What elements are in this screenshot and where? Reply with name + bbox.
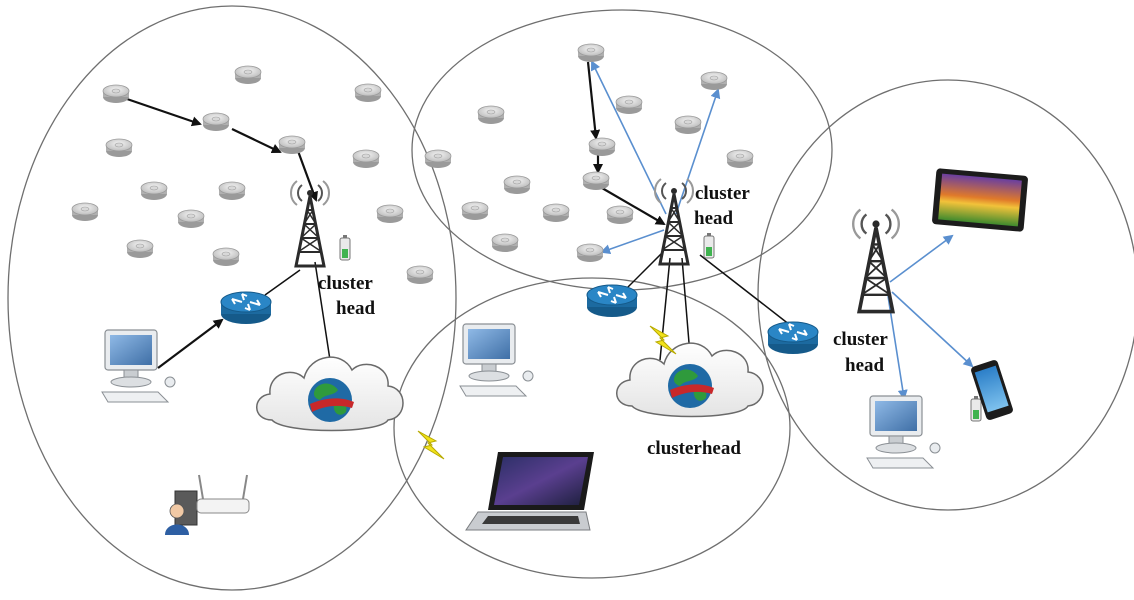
sensor-node-icon — [588, 137, 616, 157]
sensor-node-icon — [352, 149, 380, 169]
smartphone-icon — [971, 360, 1013, 420]
sensor-node-icon — [700, 71, 728, 91]
sensor-node-icon — [406, 265, 434, 285]
sensor-node-icon — [140, 181, 168, 201]
sensor-node-icon — [218, 181, 246, 201]
sensor-node-icon — [461, 201, 489, 221]
sensor-node-icon — [278, 135, 306, 155]
router-icon — [767, 321, 819, 355]
cluster-head-label: cluster — [833, 329, 888, 350]
lightning-icon — [417, 430, 445, 460]
wifi-router-icon — [165, 474, 250, 535]
sensor-node-icon — [71, 202, 99, 222]
sensor-node-icon — [503, 175, 531, 195]
sensor-node-icon — [424, 149, 452, 169]
sensor-node-icon — [606, 205, 634, 225]
sensor-node-icon — [674, 115, 702, 135]
sensor-node-icon — [477, 105, 505, 125]
sensor-node-icon — [726, 149, 754, 169]
sensor-node-icon — [615, 95, 643, 115]
desktop-computer-icon — [101, 329, 176, 403]
desktop-computer-icon — [866, 395, 941, 469]
battery-icon — [970, 395, 982, 422]
black-arrows — [126, 61, 666, 369]
sensor-node-icon — [105, 138, 133, 158]
cluster-head-label: head — [694, 208, 734, 229]
sensor-node-icon — [202, 112, 230, 132]
cluster-1-boundary — [7, 5, 457, 591]
router-icon — [586, 284, 638, 318]
sensor-node-icon — [212, 247, 240, 267]
sensor-node-icon — [542, 203, 570, 223]
battery-icon — [703, 232, 715, 259]
laptop-icon — [465, 452, 594, 531]
cluster-head-label: cluster — [318, 273, 373, 294]
cluster-head-label: head — [845, 355, 885, 376]
cluster-head-label: cluster — [695, 183, 750, 204]
sensor-node-icon — [491, 233, 519, 253]
cloud-internet-icon — [255, 356, 404, 432]
sensor-node-icon — [576, 243, 604, 263]
cloud-internet-icon — [615, 342, 764, 418]
cluster-head-label: clusterhead — [647, 438, 741, 459]
tablet-icon — [932, 168, 1028, 232]
sensor-node-icon — [126, 239, 154, 259]
cluster-2-boundary — [411, 9, 833, 291]
cluster-head-label: head — [336, 298, 376, 319]
cell-tower-icon — [289, 179, 331, 268]
desktop-computer-icon — [459, 323, 534, 397]
sensor-node-icon — [177, 209, 205, 229]
sensor-node-icon — [354, 83, 382, 103]
sensor-node-icon — [234, 65, 262, 85]
cell-tower-icon — [851, 207, 901, 314]
sensor-node-icon — [376, 204, 404, 224]
cluster-4-boundary — [757, 79, 1134, 511]
sensor-node-icon — [582, 171, 610, 191]
router-icon — [220, 291, 272, 325]
battery-icon — [339, 234, 351, 261]
cluster-3-boundary — [393, 277, 791, 579]
sensor-node-icon — [577, 43, 605, 63]
sensor-node-icon — [102, 84, 130, 104]
